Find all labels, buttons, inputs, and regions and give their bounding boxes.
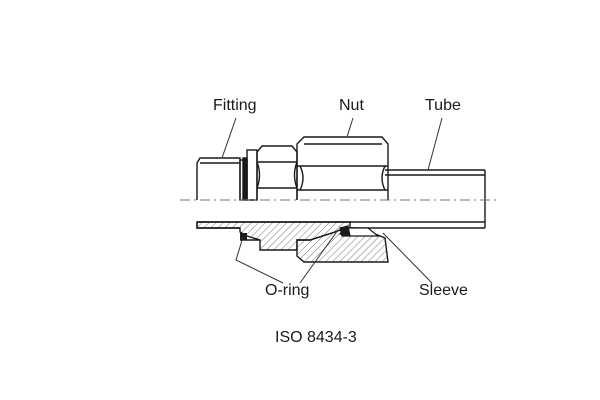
label-fitting: Fitting: [213, 97, 257, 114]
leader-tube: [427, 117, 443, 171]
tube: [350, 169, 486, 229]
standard-caption: ISO 8434-3: [275, 329, 357, 346]
leader-lines: [221, 117, 443, 284]
leader-fitting: [221, 117, 237, 159]
nut: [296, 136, 389, 200]
leader-nut: [346, 117, 354, 138]
label-o-ring: O-ring: [265, 282, 310, 299]
o-ring-section: [240, 233, 260, 241]
leader-oring-right: [299, 229, 339, 284]
label-sleeve: Sleeve: [419, 282, 468, 299]
label-tube: Tube: [425, 97, 461, 114]
leader-oring-left: [235, 236, 284, 284]
sleeve-section: [338, 225, 380, 237]
label-nut: Nut: [339, 97, 364, 114]
fitting-body: [196, 145, 298, 201]
leader-sleeve: [382, 232, 433, 284]
